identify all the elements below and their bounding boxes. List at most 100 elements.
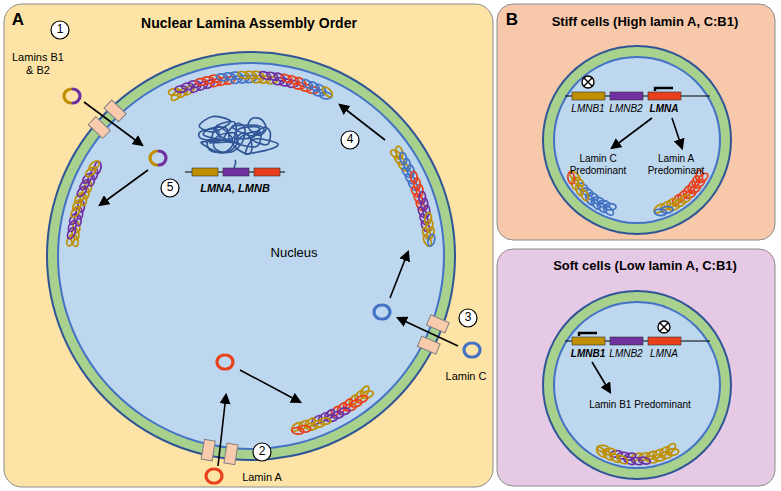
lamin-monomer [464,343,471,357]
lamin-loop [638,456,651,465]
lamin-monomer [159,151,166,165]
chromatin-fibre [252,127,271,145]
protein-label: Lamin C [446,370,487,383]
lamin-loop [584,193,596,207]
lamin-loop [688,184,702,195]
gene-name: LMNA [650,103,679,115]
arrow [612,118,652,148]
lamin-dimer [206,469,222,483]
soft-panel-background [497,249,775,486]
gene-name: LMNB1 [571,348,605,360]
chromatin-fibre [210,126,233,143]
gene-segment [192,168,218,176]
pore-wall [224,443,238,464]
silenced-cross [660,323,668,331]
promoter-mark [655,88,673,91]
lamin-monomer [374,305,381,319]
protein-label: Lamin A Predominant [644,153,708,176]
lamin-loop [424,212,432,225]
protein-label: Lamins B1 & B2 [11,51,65,76]
region-label: Nucleus [271,246,318,261]
callout-circles [51,21,477,461]
callout-number: 2 [259,445,266,459]
callout-number: 1 [57,23,64,37]
lamin-monomer [217,355,224,369]
callout-circle [459,309,477,327]
nuclear-envelope-outer [542,290,732,480]
panel-title: Stiff cells (High lamin A, C:B1) [552,15,739,30]
nucleoplasm [59,64,443,448]
nucleus-region: Nucleus [46,51,456,461]
panel-title: Nuclear Lamina Assembly Order [141,15,357,31]
lamin-monomer [226,355,233,369]
pore-wall [427,315,450,333]
lamina-filament [595,442,679,466]
nucleoplasm [555,303,719,467]
silenced-symbol [582,76,594,88]
nucleoplasm [555,58,719,222]
nuclear-envelope [544,47,730,233]
gene-segment [254,168,280,176]
callout-number: 3 [465,311,472,325]
silenced-symbol [658,321,670,333]
lamin-loop [596,201,609,214]
lamin-loop [590,197,602,210]
pore-wall [88,117,110,139]
protein-label: Lamin C Predominant [566,153,630,176]
lamina-filament [389,146,436,248]
silenced-cross [584,78,592,86]
panel-a-background [4,4,493,487]
panel-title: Soft cells (Low lamin A, C:B1) [553,259,737,274]
stiff-panel-background [497,4,775,240]
lamina-filament [567,170,616,217]
chromatin [199,116,278,154]
gene-segment [572,92,605,100]
gene-segment [610,92,643,100]
lamin-loop [426,226,435,239]
lamin-dimer [64,89,80,103]
callout-circle [341,131,359,149]
lamin-dimer [217,355,233,369]
lamin-loop [645,455,658,463]
lamin-loop [223,72,236,81]
panel-box: Soft cells (Low lamin A, C:B1) [497,249,775,486]
lamin-dimer [464,343,480,357]
arrow [672,118,682,148]
pore-wall [104,100,126,122]
lamina-filament [290,385,374,435]
nuclear-pore [88,100,126,138]
nuclear-envelope-inner [57,62,445,450]
gene-segment [223,168,249,176]
lamin-monomer [473,343,480,357]
lamin-loop [692,178,706,190]
lamin-dimer [150,151,166,165]
nuclear-envelope [48,53,454,459]
gene-segment [610,337,643,345]
nuclear-envelope-outer [46,51,456,461]
callout-circle [253,443,271,461]
lamin-monomer [73,89,80,103]
nuclear-pore [201,439,238,464]
lamin-loop [88,159,101,172]
lamin-loop [292,427,305,434]
nuclear-envelope-outer [542,45,732,235]
panel-letter: A [12,10,24,30]
gene-segment [648,337,681,345]
lamina-filament [168,70,334,102]
nuclear-envelope-inner [553,301,721,469]
lamin-loop [216,73,229,82]
callout-number: 5 [167,181,174,195]
lamina-filament [653,170,710,216]
protein-label: Lamin B1 Predominant [589,399,691,411]
silenced-circle [658,321,670,333]
nuclear-envelope-inner [553,56,721,224]
gene-segment [648,92,681,100]
gene-name: LMNB2 [609,103,642,115]
lamin-loop [654,209,666,216]
panel-box: Stiff cells (High lamin A, C:B1) [497,4,775,240]
arrow [100,170,148,205]
protein-label: Lamin A [242,471,282,484]
gene-segment [572,337,605,345]
